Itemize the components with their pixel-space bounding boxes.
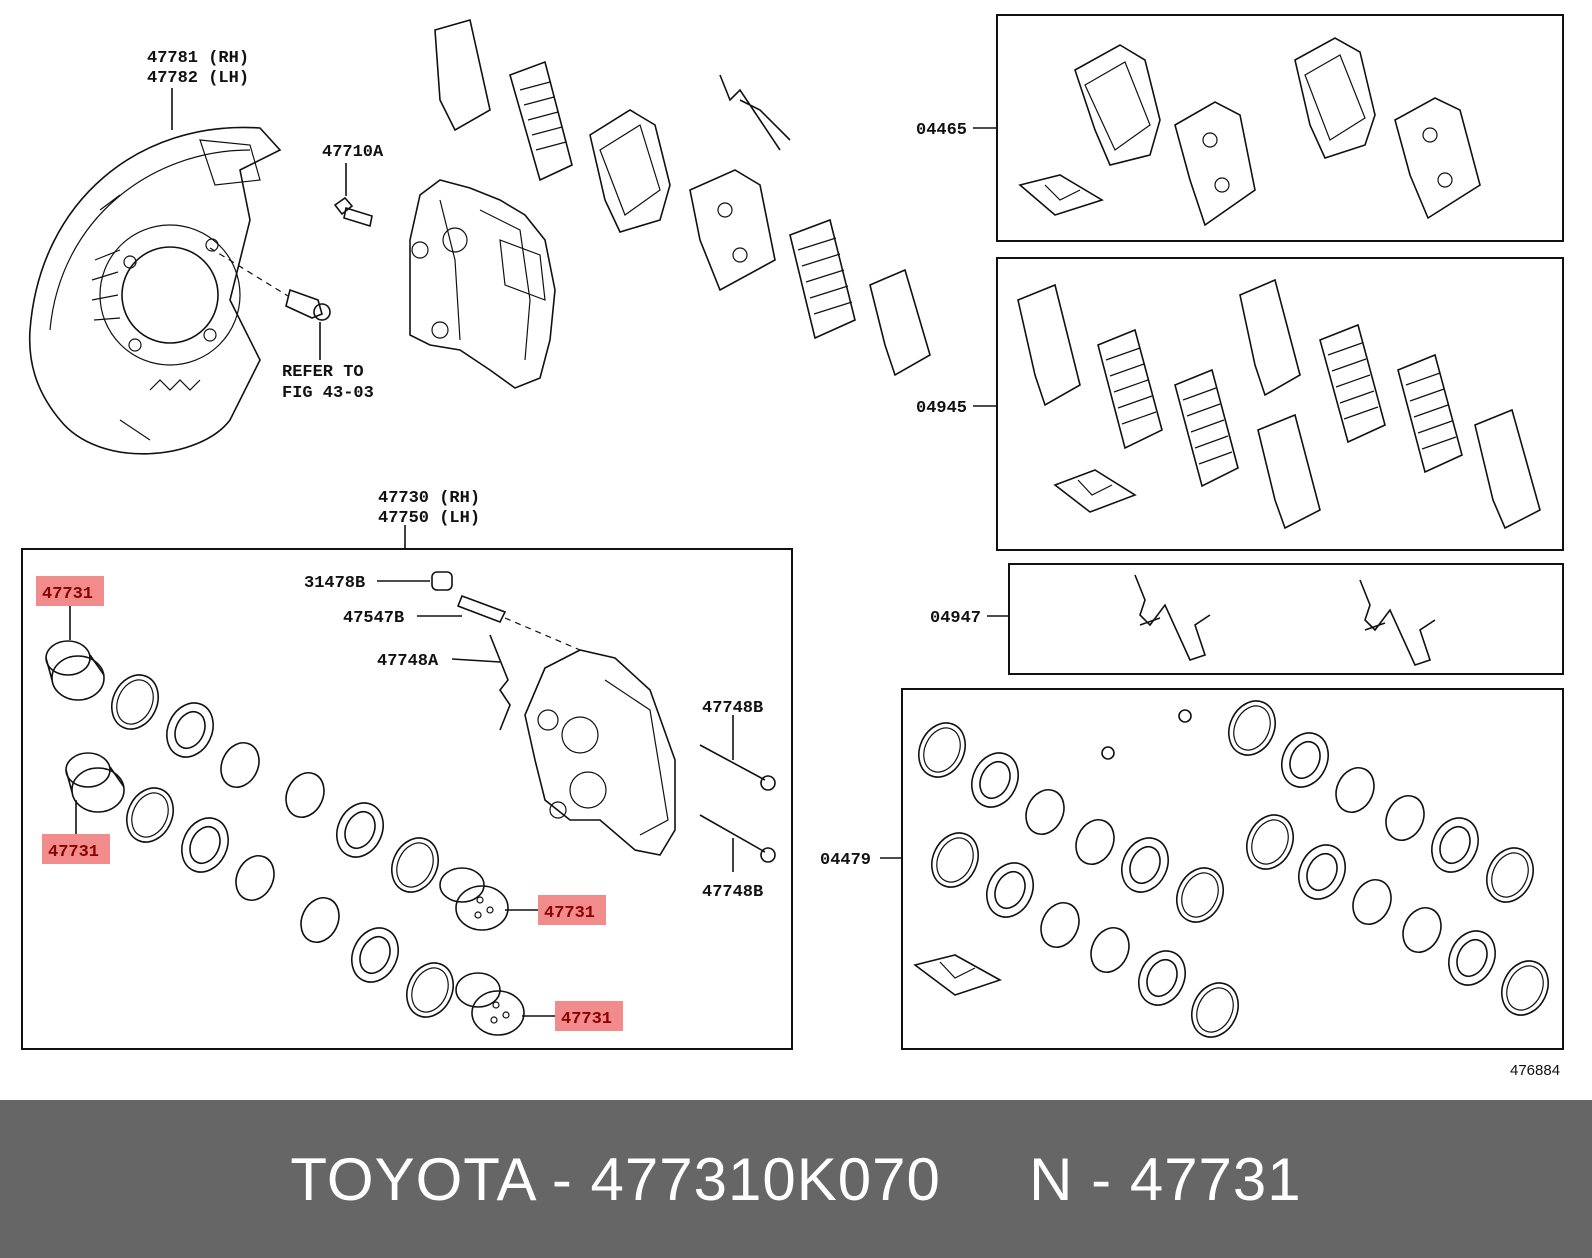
highlight-piston-3 xyxy=(538,895,606,925)
label-pad-kit: 04465 xyxy=(916,121,967,140)
caliper-kit-box xyxy=(21,548,793,1050)
upper-pads xyxy=(434,18,931,377)
caliper-upper xyxy=(409,179,556,389)
diagram-number: 476884 xyxy=(1510,1062,1560,1079)
parts-diagram: 47781 (RH) 47782 (LH) REFER TO FIG 43-03… xyxy=(21,14,1564,1079)
label-piston-3: 47731 xyxy=(544,904,595,923)
label-shield-lh: 47782 (LH) xyxy=(147,69,249,88)
dust-shield xyxy=(28,126,282,455)
shim-kit-parts xyxy=(1017,278,1541,530)
label-pin-top: 47748B xyxy=(702,699,763,718)
label-spring: 47748A xyxy=(377,652,439,671)
caliper-lower xyxy=(524,649,676,856)
label-shim-kit: 04945 xyxy=(916,399,967,418)
label-caliper-lh: 47750 (LH) xyxy=(378,509,480,528)
label-seal-kit: 04479 xyxy=(820,851,871,870)
seal-kit-box xyxy=(901,688,1564,1050)
label-piston-2: 47731 xyxy=(48,843,99,862)
spring-kit-box xyxy=(1008,563,1564,675)
bleeder-parts xyxy=(431,571,581,651)
label-pin-bottom: 47748B xyxy=(702,883,763,902)
slide-pins xyxy=(699,744,776,863)
label-piston-4: 47731 xyxy=(561,1010,612,1029)
highlight-piston-1 xyxy=(36,576,104,606)
pistons-and-seals xyxy=(45,640,525,1036)
refer-text-2: FIG 43-03 xyxy=(282,384,374,403)
leader-spring xyxy=(451,658,501,663)
footer-part-number: TOYOTA - 477310K070 N - 47731 xyxy=(290,1145,1302,1213)
label-spring-kit: 04947 xyxy=(930,609,981,628)
footer-bar: TOYOTA - 477310K070 N - 47731 xyxy=(0,1100,1592,1258)
label-bolt: 47710A xyxy=(322,143,384,162)
pad-kit-parts xyxy=(1018,37,1481,227)
label-shield-rh: 47781 (RH) xyxy=(147,49,249,68)
label-piston-1: 47731 xyxy=(42,585,93,604)
refer-text-1: REFER TO xyxy=(282,363,364,382)
highlight-piston-4 xyxy=(555,1001,623,1031)
pad-spring xyxy=(489,634,511,731)
label-caliper-rh: 47730 (RH) xyxy=(378,489,480,508)
caliper-bolt xyxy=(333,196,373,228)
shield-bolt xyxy=(209,247,331,360)
label-cap: 31478B xyxy=(304,574,365,593)
label-bleeder: 47547B xyxy=(343,609,404,628)
shim-kit-box xyxy=(996,257,1564,551)
seal-kit-parts xyxy=(913,700,1549,1038)
spring-kit-parts xyxy=(1134,574,1436,666)
highlight-piston-2 xyxy=(42,834,110,864)
